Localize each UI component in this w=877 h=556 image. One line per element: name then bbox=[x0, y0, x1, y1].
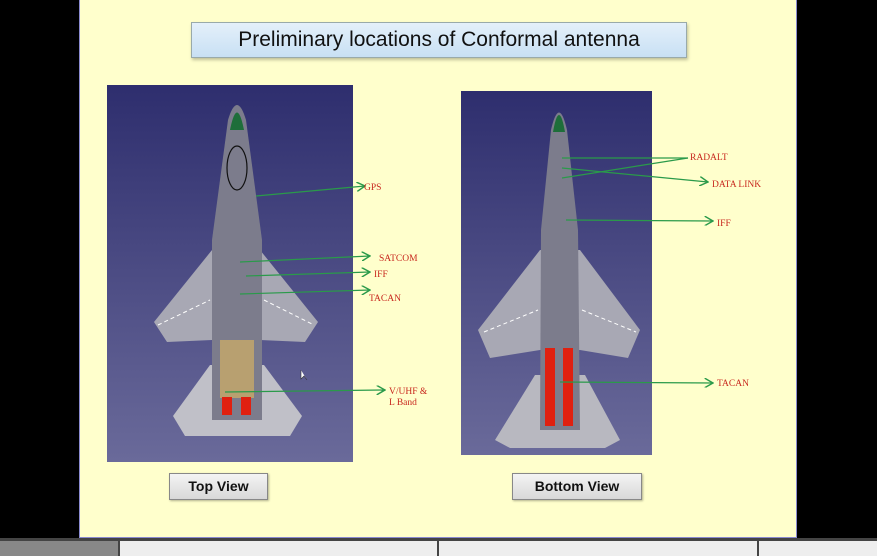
label-radalt: RADALT bbox=[690, 153, 728, 163]
bottom-view-image: RADALT DATA LINK IFF TACAN bbox=[461, 91, 761, 455]
top-view-caption: Top View bbox=[169, 473, 268, 500]
top-view-arrows bbox=[224, 186, 385, 392]
thumbnail-panel-1[interactable] bbox=[120, 541, 437, 556]
label-data-link: DATA LINK bbox=[712, 180, 761, 190]
label-tacan-bottom: TACAN bbox=[717, 379, 749, 389]
thumbnail-panel-3[interactable] bbox=[759, 541, 877, 556]
slide-title: Preliminary locations of Conformal anten… bbox=[191, 22, 687, 58]
bottom-view-arrows bbox=[559, 157, 713, 383]
label-iff-bottom: IFF bbox=[717, 219, 731, 229]
bottom-view-caption: Bottom View bbox=[512, 473, 642, 500]
label-tacan: TACAN bbox=[369, 294, 401, 304]
top-view-image: GPS SATCOM IFF TACAN V/UHF & L Band bbox=[107, 85, 428, 462]
aircraft-bottom bbox=[478, 112, 640, 448]
label-satcom: SATCOM bbox=[379, 254, 418, 264]
aircraft-top bbox=[154, 105, 318, 436]
mouse-cursor-icon bbox=[300, 370, 308, 381]
label-lband: L Band bbox=[389, 398, 417, 408]
label-gps: GPS bbox=[364, 183, 381, 193]
label-iff: IFF bbox=[374, 270, 388, 280]
thumbnail-panel-2[interactable] bbox=[439, 541, 757, 556]
label-vuhf: V/UHF & bbox=[389, 387, 428, 397]
webcam-thumbnail[interactable] bbox=[0, 541, 118, 556]
